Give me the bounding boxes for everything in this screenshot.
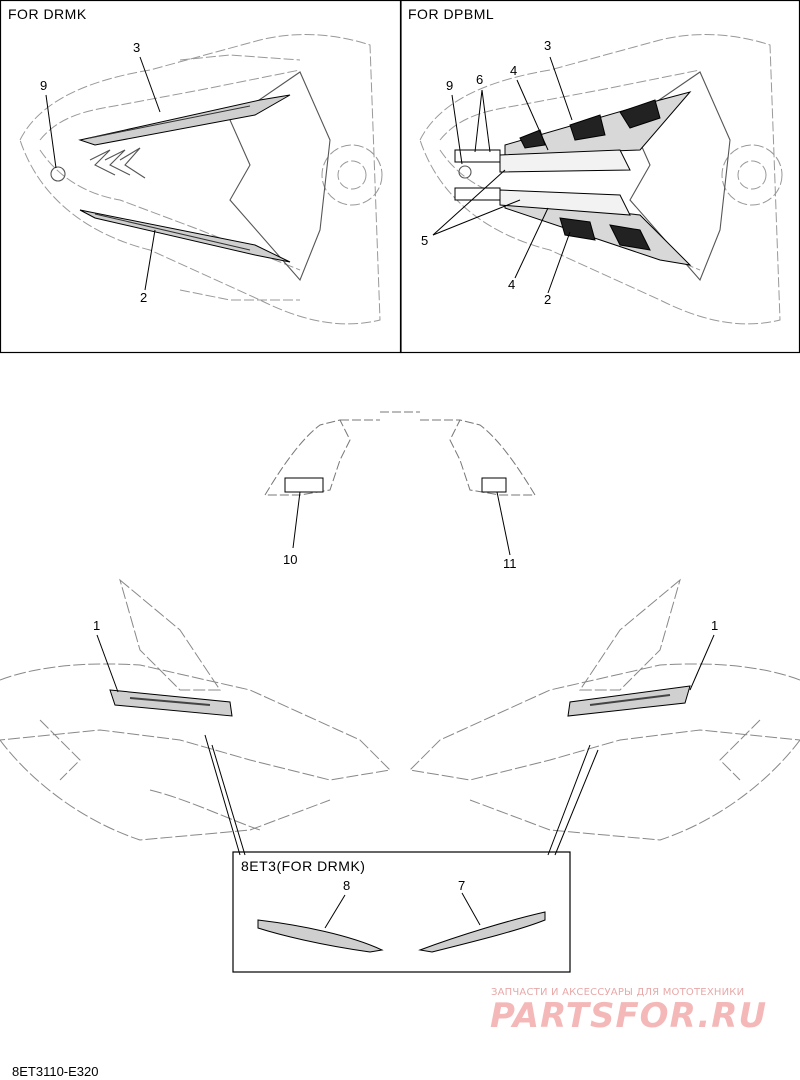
callout-7: 7 (458, 878, 466, 893)
callout-drmk-3: 3 (133, 40, 141, 55)
left-emblem-decal (109, 689, 233, 717)
left-leaders (96, 634, 246, 856)
callout-dpbml-2: 2 (544, 292, 552, 307)
callout-dpbml-5: 5 (421, 233, 429, 248)
callout-dpbml-9: 9 (446, 78, 454, 93)
drmk-top-view (19, 34, 383, 325)
middle-labels (284, 477, 511, 556)
callout-1-left: 1 (93, 618, 101, 633)
right-side-view (408, 578, 800, 841)
drmk-decals (78, 94, 291, 263)
callout-drmk-2: 2 (140, 290, 148, 305)
callout-11: 11 (503, 556, 517, 571)
callout-dpbml-4-bottom: 4 (508, 277, 516, 292)
dpbml-seat-outline (458, 71, 731, 282)
right-emblem-decal (567, 685, 691, 717)
dpbml-emblem-9 (458, 165, 472, 179)
callout-1-right: 1 (711, 618, 719, 633)
callout-drmk-9: 9 (40, 78, 48, 93)
dpbml-decals (454, 91, 692, 266)
callout-8: 8 (343, 878, 351, 893)
callout-dpbml-4-top: 4 (510, 63, 518, 78)
callout-10: 10 (283, 552, 298, 567)
panel-label-drmk: FOR DRMK (8, 6, 87, 22)
right-leaders (547, 634, 715, 856)
watermark-tagline: ЗАПЧАСТИ И АКСЕССУАРЫ ДЛЯ МОТОТЕХНИКИ (491, 987, 745, 998)
dpbml-top-view (419, 34, 783, 325)
inset-decals (257, 892, 546, 953)
callout-dpbml-3: 3 (544, 38, 552, 53)
panel-label-dpbml: FOR DPBML (408, 6, 495, 22)
drmk-seat-outline (50, 71, 331, 282)
left-side-view (0, 578, 392, 841)
drmk-emblem-9 (50, 166, 66, 182)
watermark-logo: PARTSFOR.RU (490, 996, 768, 1036)
inset-label: 8ET3(FOR DRMK) (241, 858, 366, 874)
diagram-code: 8ET3110-E320 (12, 1064, 99, 1079)
callout-dpbml-6: 6 (476, 72, 484, 87)
dpbml-leaders (432, 56, 573, 294)
middle-cowl-pieces (264, 411, 536, 496)
panel-frames (0, 0, 800, 973)
drmk-leaders (45, 56, 161, 291)
